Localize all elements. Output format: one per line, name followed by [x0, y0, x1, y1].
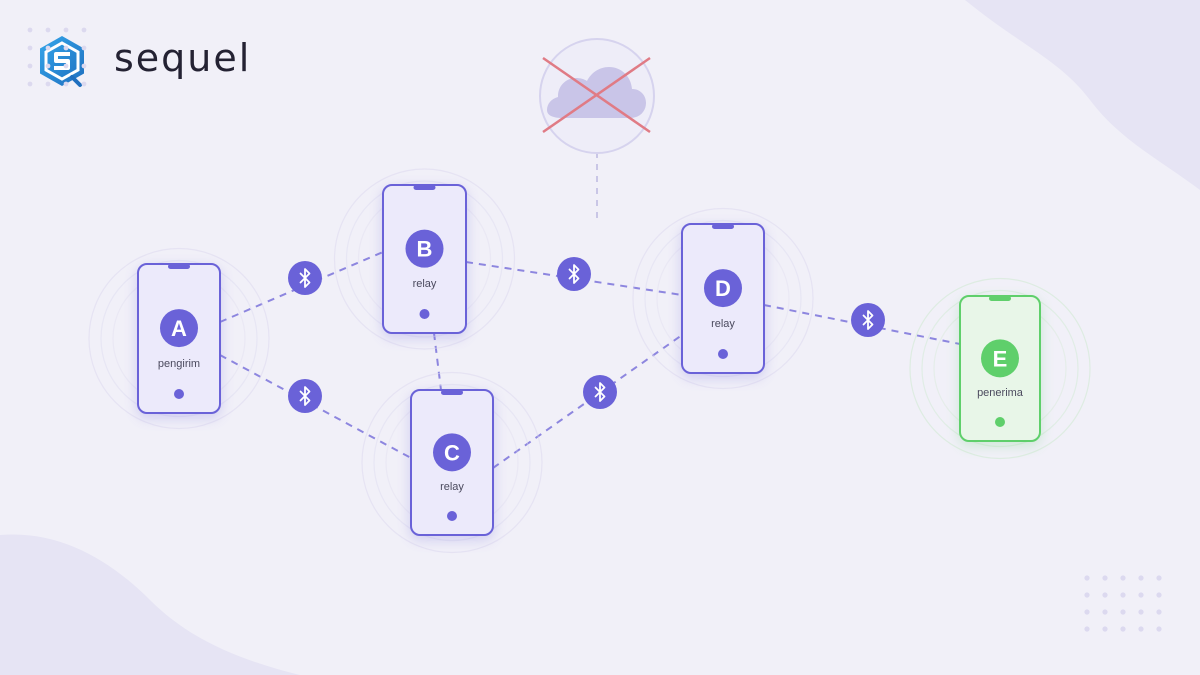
phone-notch — [989, 296, 1011, 301]
decor-dot — [1138, 575, 1144, 581]
node-badge-a — [160, 309, 198, 348]
home-button — [995, 417, 1005, 427]
dot-grid-top-left — [27, 27, 87, 87]
decor-dot — [45, 63, 51, 69]
phone-notch — [441, 390, 463, 395]
dot-grid-bottom-right — [1084, 575, 1162, 632]
decor-dot — [1102, 575, 1108, 581]
decor-dot — [45, 81, 51, 87]
home-button — [447, 511, 457, 521]
decor-dot — [1156, 626, 1162, 632]
phone-notch — [413, 185, 436, 190]
cloud-icon — [547, 67, 646, 118]
bluetooth-icon — [851, 303, 885, 337]
decor-dot — [1120, 575, 1126, 581]
decor-dot — [1102, 609, 1108, 615]
decor-dot — [1102, 592, 1108, 598]
decor-dot — [27, 81, 33, 87]
node-label: penerima — [977, 387, 1024, 399]
signal-ring — [909, 277, 1091, 460]
node-label: pengirim — [158, 358, 200, 370]
decor-dot — [1138, 592, 1144, 598]
decor-dot — [63, 27, 69, 33]
home-button — [419, 309, 430, 319]
decor-dot — [1084, 575, 1090, 581]
phone-notch — [712, 224, 734, 229]
link-b-c — [433, 332, 442, 391]
decor-dot — [1120, 609, 1126, 615]
decor-dot — [1156, 592, 1162, 598]
node-letter: E — [993, 346, 1008, 371]
decor-dot — [45, 27, 51, 33]
link-a-b — [219, 251, 384, 323]
decor-dot — [1156, 609, 1162, 615]
decor-dot — [81, 27, 87, 33]
decor-dot — [1084, 609, 1090, 615]
node-letter: D — [715, 276, 731, 301]
signal-ring — [361, 371, 543, 554]
node-label: relay — [413, 278, 437, 290]
home-button — [174, 389, 184, 399]
signal-ring — [632, 207, 814, 390]
decor-dot — [81, 81, 87, 87]
bluetooth-badges-layer — [288, 257, 885, 413]
decor-dot — [1084, 592, 1090, 598]
links-layer — [219, 251, 961, 469]
home-button — [718, 349, 728, 359]
brand-name: sequel — [114, 36, 252, 80]
decor-dot — [63, 63, 69, 69]
decor-dot — [27, 45, 33, 51]
decor-dot — [81, 45, 87, 51]
bluetooth-icon — [557, 257, 591, 291]
cross-out-icon — [542, 56, 651, 134]
decor-dot — [63, 45, 69, 51]
node-letter: C — [444, 440, 460, 465]
signal-ring — [88, 247, 270, 430]
decor-dot — [1102, 626, 1108, 632]
decor-dot — [1084, 626, 1090, 632]
node-badge-b — [405, 229, 444, 268]
bluetooth-icon — [583, 375, 617, 409]
node-badge-c — [433, 433, 471, 472]
decor-dot — [1138, 609, 1144, 615]
decor-dot — [63, 81, 69, 87]
decor-dot — [81, 63, 87, 69]
brand-header: sequel — [34, 34, 251, 88]
node-letter: A — [171, 316, 187, 341]
node-label: relay — [711, 318, 735, 330]
decor-dot — [1120, 626, 1126, 632]
node-badge-e — [981, 339, 1019, 378]
node-badge-d — [704, 269, 742, 308]
decor-dot — [1138, 626, 1144, 632]
bluetooth-icon — [288, 379, 322, 413]
decor-dot — [1156, 575, 1162, 581]
decor-dot — [27, 27, 33, 33]
cloud-offline-group — [539, 38, 655, 222]
node-label: relay — [440, 481, 464, 493]
bluetooth-icon — [288, 261, 322, 295]
decor-dot — [27, 63, 33, 69]
decor-dot — [45, 45, 51, 51]
node-letter: B — [417, 237, 433, 262]
decor-dot — [1120, 592, 1126, 598]
hexagon-s-logo-icon — [40, 36, 84, 87]
signal-ring — [333, 168, 516, 350]
phone-notch — [168, 264, 190, 269]
